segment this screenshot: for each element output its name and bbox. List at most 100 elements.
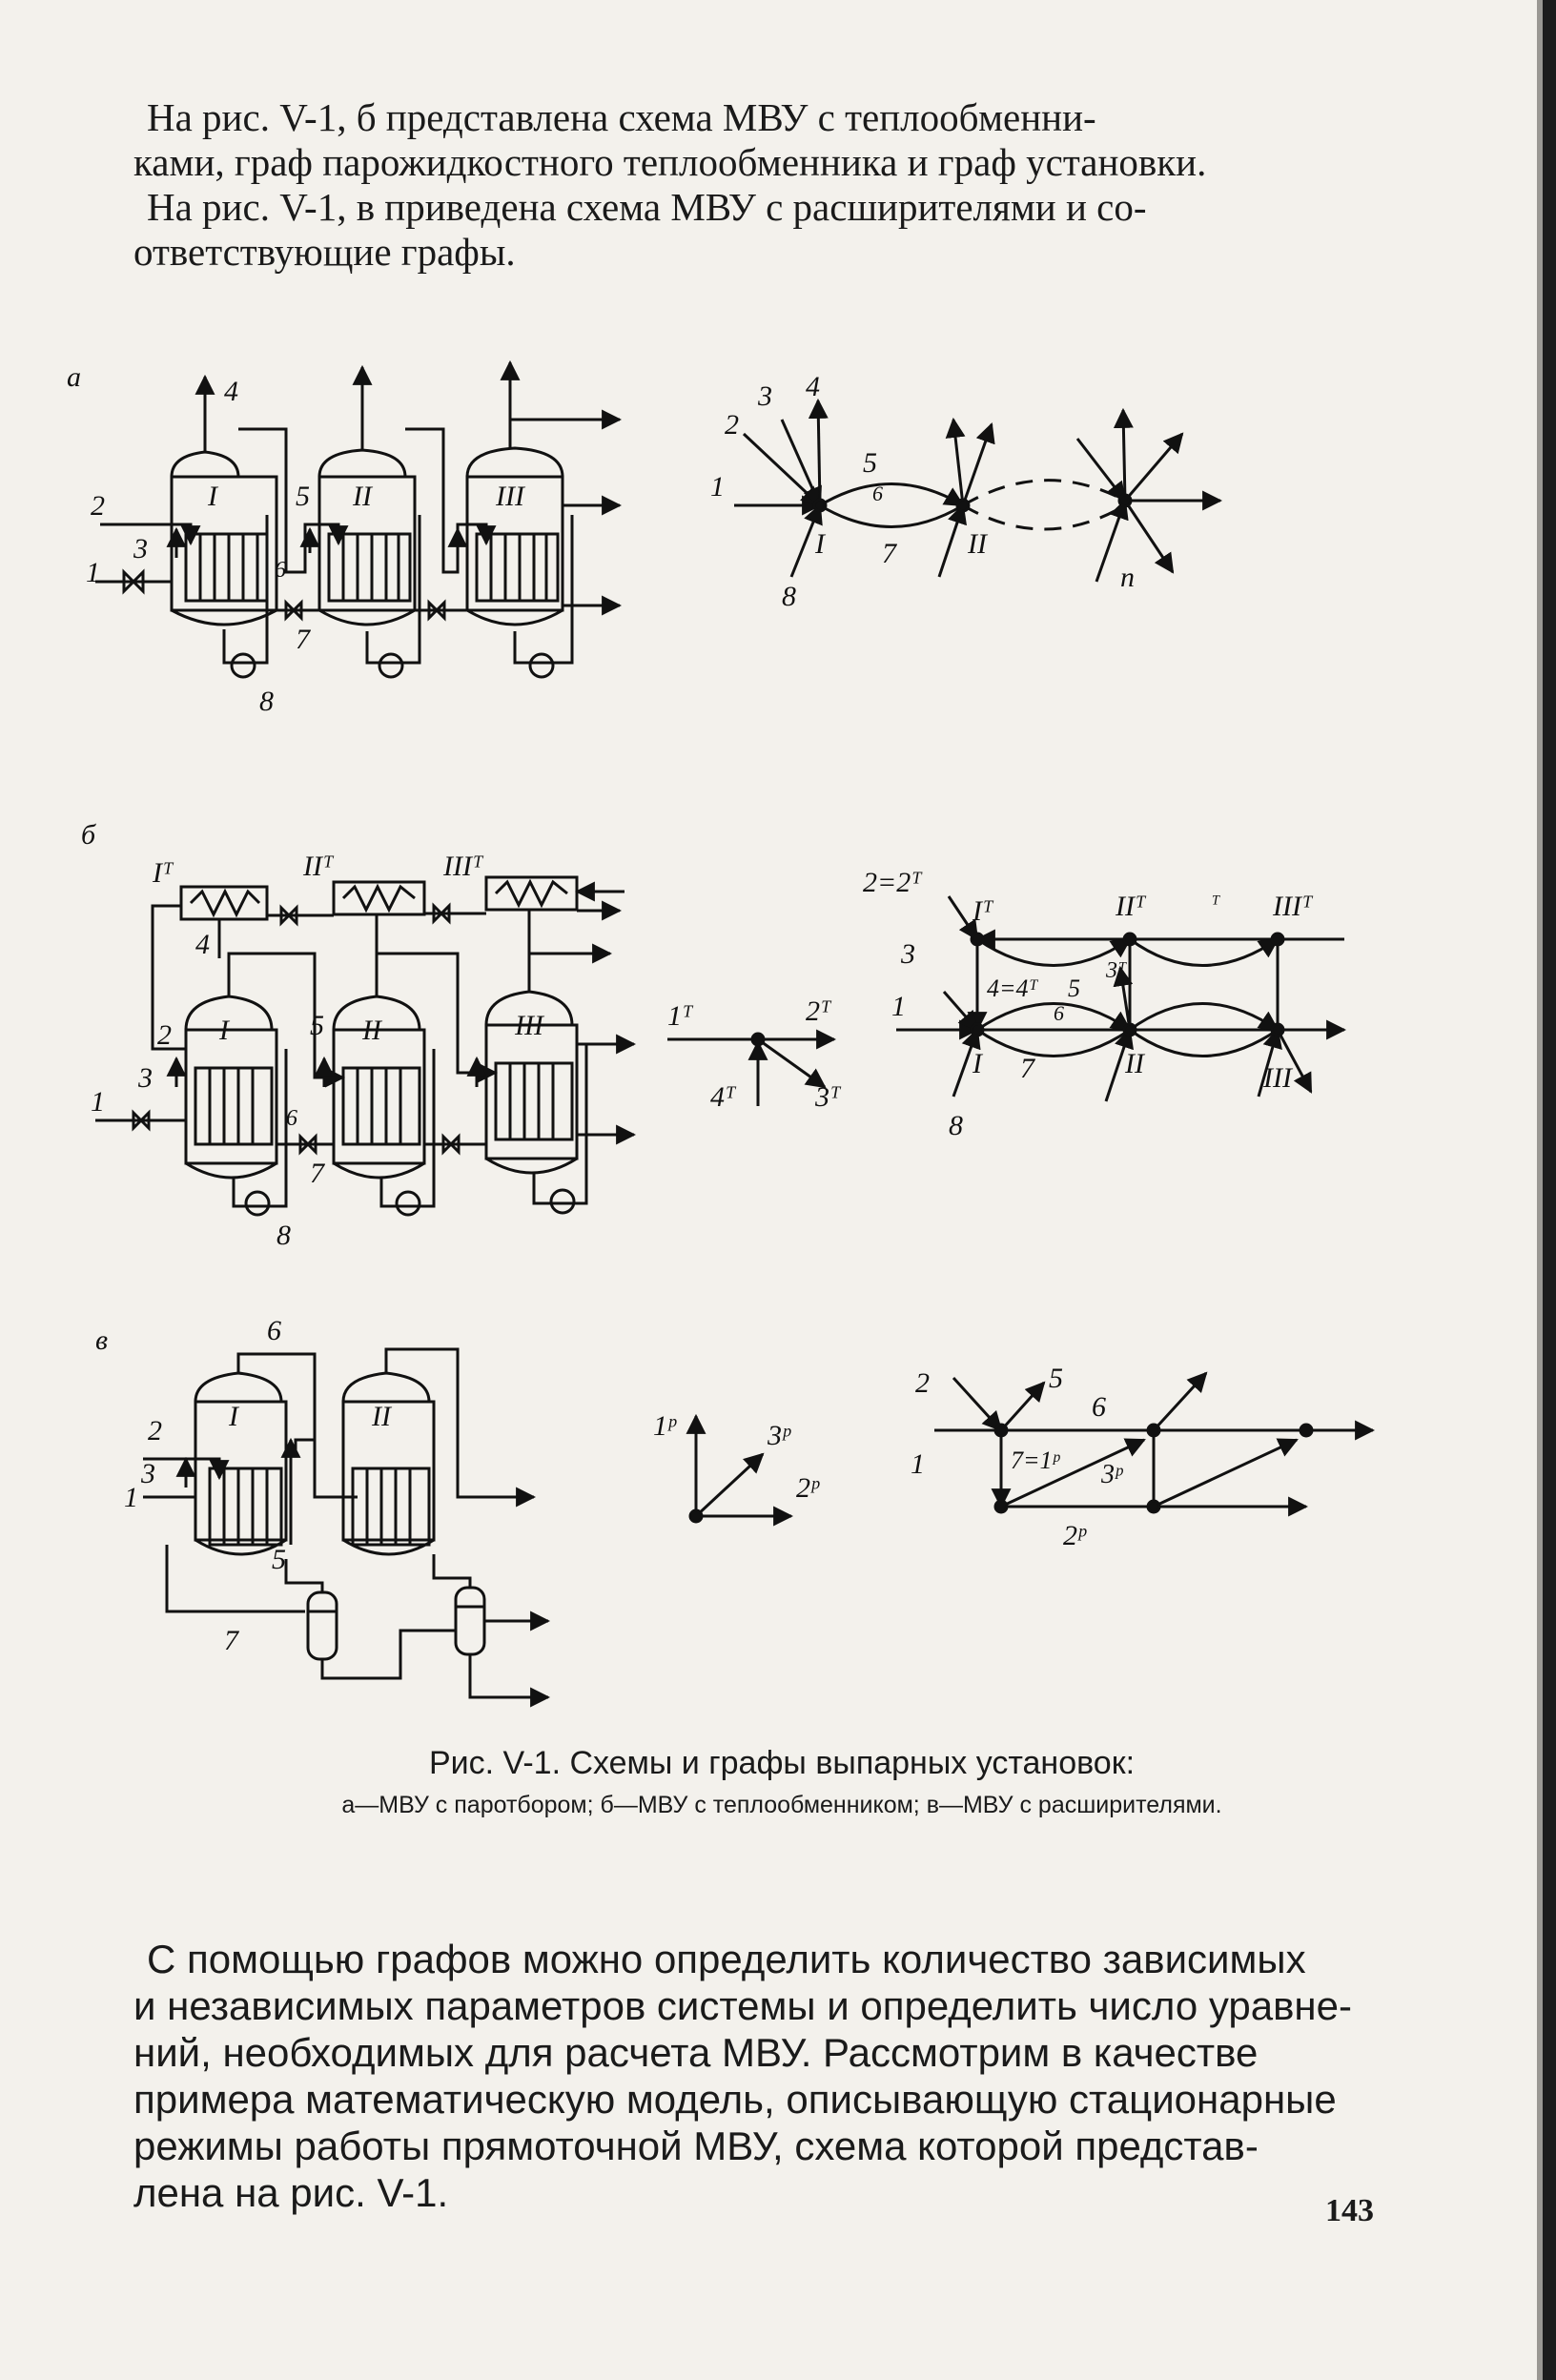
intro-line-1: На рис. V-1, б представлена схема МВУ с … bbox=[147, 95, 1096, 139]
ag-label-2: 2 bbox=[725, 409, 739, 441]
bx-label-3t: 3ᵀ bbox=[814, 1081, 842, 1113]
a-label-6: 6 bbox=[275, 558, 286, 583]
vx-label-1p: 1ᵖ bbox=[653, 1410, 677, 1442]
v-label-7: 7 bbox=[224, 1625, 240, 1656]
ag-node-n: n bbox=[1120, 562, 1135, 593]
expander-2 bbox=[454, 1586, 486, 1656]
b-exchanger-I: Iᵀ bbox=[152, 857, 174, 889]
v-label-6: 6 bbox=[267, 1315, 281, 1346]
page-number: 143 bbox=[1325, 2193, 1374, 2228]
bg-node-I: I bbox=[972, 1048, 984, 1079]
body-line-4: примера математическую модель, описывающ… bbox=[133, 2077, 1337, 2122]
b-label-7: 7 bbox=[310, 1158, 326, 1189]
a-vessel-I: I bbox=[207, 481, 219, 512]
bg-node-II: II bbox=[1124, 1048, 1146, 1079]
b-label-6: 6 bbox=[286, 1106, 297, 1131]
b-label-3: 3 bbox=[137, 1062, 153, 1094]
vg-label-6: 6 bbox=[1092, 1391, 1106, 1423]
evaporator-vessel-1 bbox=[170, 450, 278, 626]
bg-label-4eq: 4=4ᵀ bbox=[987, 975, 1039, 1002]
panel-letter-b: б bbox=[81, 819, 96, 851]
panel-v-plant-graph bbox=[934, 1371, 1376, 1517]
bg-label-6: 6 bbox=[1054, 1001, 1064, 1025]
heat-exchanger-1 bbox=[179, 885, 269, 921]
b-vessel-III: III bbox=[514, 1010, 545, 1041]
bg-node-IIt: IIᵀ bbox=[1115, 891, 1147, 922]
b-label-1: 1 bbox=[91, 1086, 105, 1118]
b-vessel-II: II bbox=[361, 1015, 383, 1046]
ag-label-5: 5 bbox=[863, 447, 877, 479]
evaporator-vessel-b1 bbox=[184, 995, 278, 1180]
panel-v-scheme bbox=[143, 1347, 551, 1708]
body-line-1: С помощью графов можно определить количе… bbox=[147, 1937, 1306, 1981]
body-line-6: лена на рис. V-1. bbox=[133, 2170, 449, 2215]
v-vessel-I: I bbox=[228, 1401, 240, 1432]
bg-label-3: 3 bbox=[900, 938, 915, 970]
ag-label-6: 6 bbox=[872, 482, 883, 505]
a-label-5: 5 bbox=[296, 481, 310, 512]
a-label-4: 4 bbox=[224, 376, 238, 407]
heat-exchanger-2 bbox=[332, 880, 426, 916]
figure-caption: Рис. V-1. Схемы и графы выпарных установ… bbox=[191, 1745, 1373, 1819]
a-label-1: 1 bbox=[86, 557, 100, 588]
v-label-2: 2 bbox=[148, 1415, 162, 1446]
bg-label-8: 8 bbox=[949, 1110, 963, 1141]
vg-label-7eq: 7=1ᵖ bbox=[1011, 1446, 1061, 1474]
v-label-1: 1 bbox=[124, 1482, 138, 1513]
panel-b-exchanger-graph bbox=[667, 1029, 837, 1106]
vg-label-2: 2 bbox=[915, 1367, 930, 1399]
panel-b-plant-graph bbox=[896, 895, 1347, 1102]
v-vessel-II: II bbox=[371, 1401, 393, 1432]
vg-label-2p: 2ᵖ bbox=[1063, 1520, 1087, 1551]
evaporator-vessel-3 bbox=[465, 446, 564, 626]
bx-label-2t: 2ᵀ bbox=[806, 995, 832, 1027]
bx-label-4t: 4ᵀ bbox=[710, 1081, 737, 1113]
vg-label-5: 5 bbox=[1049, 1363, 1063, 1394]
ag-label-8: 8 bbox=[782, 581, 796, 612]
evaporator-vessel-2 bbox=[317, 448, 417, 626]
panel-letter-v: в bbox=[95, 1324, 108, 1356]
bg-tick: ᵀ bbox=[1211, 892, 1220, 916]
caption-title: Рис. V-1. Схемы и графы выпарных установ… bbox=[428, 1745, 1136, 1781]
bg-label-7: 7 bbox=[1020, 1053, 1036, 1084]
expander-1 bbox=[306, 1590, 338, 1661]
bg-node-It: Iᵀ bbox=[972, 895, 994, 927]
b-label-5: 5 bbox=[310, 1010, 324, 1041]
body-line-2: и независимых параметров системы и опред… bbox=[133, 1983, 1352, 2028]
v-label-5: 5 bbox=[272, 1544, 286, 1575]
page-edge-gutter bbox=[1537, 0, 1543, 2380]
intro-line-3: На рис. V-1, в приведена схема МВУ с рас… bbox=[147, 185, 1147, 229]
b-label-4: 4 bbox=[195, 929, 210, 960]
panel-b-scheme bbox=[95, 875, 637, 1217]
bg-node-IIIt: IIIᵀ bbox=[1272, 891, 1314, 922]
panel-v-expander-graph bbox=[686, 1413, 794, 1527]
a-label-8: 8 bbox=[259, 686, 274, 717]
ag-label-7: 7 bbox=[882, 538, 898, 569]
a-vessel-II: II bbox=[352, 481, 374, 512]
bg-node-III: III bbox=[1262, 1062, 1294, 1094]
intro-paragraph: На рис. V-1, б представлена схема МВУ с … bbox=[133, 95, 1363, 275]
evaporator-vessel-b2 bbox=[332, 995, 426, 1180]
evaporator-vessel-v1 bbox=[194, 1371, 288, 1556]
b-label-2: 2 bbox=[157, 1019, 172, 1051]
evaporator-vessel-v2 bbox=[341, 1371, 436, 1556]
ag-node-I: I bbox=[814, 528, 827, 560]
vg-label-1: 1 bbox=[911, 1448, 925, 1480]
vx-label-3p: 3ᵖ bbox=[767, 1420, 791, 1451]
evaporator-vessel-b3 bbox=[484, 990, 579, 1175]
b-exchanger-II: IIᵀ bbox=[302, 851, 335, 882]
ag-node-II: II bbox=[967, 528, 989, 560]
ag-label-1: 1 bbox=[710, 471, 725, 503]
v-label-3: 3 bbox=[140, 1458, 155, 1489]
b-exchanger-III: IIIᵀ bbox=[442, 851, 484, 882]
panel-letter-a: а bbox=[67, 361, 81, 393]
a-label-2: 2 bbox=[91, 490, 105, 522]
bg-label-2eq: 2=2ᵀ bbox=[863, 867, 923, 898]
ag-label-3: 3 bbox=[757, 380, 772, 412]
bg-label-3t: 3ᵀ bbox=[1105, 958, 1127, 983]
bg-label-5: 5 bbox=[1068, 975, 1080, 1002]
a-label-7: 7 bbox=[296, 624, 312, 655]
panel-a-graph bbox=[734, 398, 1223, 583]
